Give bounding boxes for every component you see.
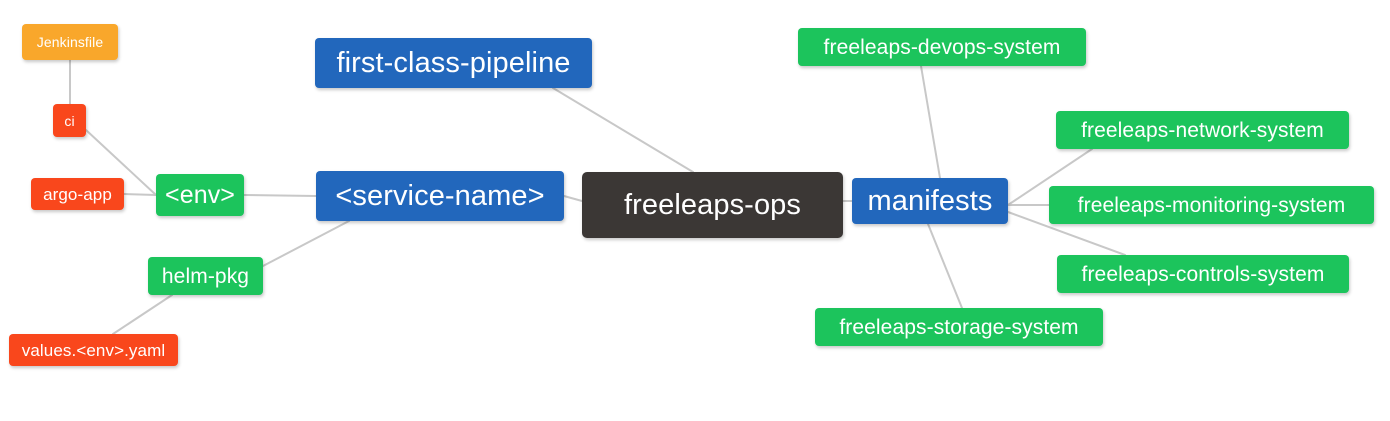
mindmap-node-label: helm-pkg — [161, 264, 250, 288]
mindmap-node-label: freeleaps-ops — [623, 188, 801, 221]
mindmap-node-freeleaps-network-system[interactable]: freeleaps-network-system — [1056, 111, 1349, 149]
mindmap-node-values-env-yaml[interactable]: values.<env>.yaml — [9, 334, 178, 366]
mindmap-node-label: argo-app — [43, 184, 112, 204]
mindmap-node-service-name[interactable]: <service-name> — [316, 171, 564, 221]
edge-service-name-to-helm-pkg — [262, 220, 350, 267]
edge-manifests-to-freeleaps-storage-system — [927, 223, 963, 309]
mindmap-node-manifests[interactable]: manifests — [852, 178, 1008, 224]
mindmap-node-label: values.<env>.yaml — [21, 340, 166, 360]
mindmap-node-label: freeleaps-network-system — [1081, 118, 1324, 142]
mindmap-node-label: manifests — [867, 184, 993, 217]
mindmap-node-jenkinsfile[interactable]: Jenkinsfile — [22, 24, 118, 60]
edge-first-class-pipeline-to-freeleaps-ops — [552, 87, 694, 173]
edge-service-name-to-freeleaps-ops — [563, 195, 583, 202]
mindmap-node-label: Jenkinsfile — [36, 34, 104, 50]
mindmap-node-label: freeleaps-storage-system — [839, 315, 1079, 339]
edge-argo-app-to-env — [123, 193, 157, 196]
edge-env-to-service-name — [243, 194, 317, 197]
mindmap-node-argo-app[interactable]: argo-app — [31, 178, 124, 210]
edge-manifests-to-freeleaps-devops-system — [920, 65, 941, 179]
mindmap-node-label: freeleaps-monitoring-system — [1077, 193, 1346, 217]
mindmap-node-freeleaps-storage-system[interactable]: freeleaps-storage-system — [815, 308, 1103, 346]
mindmap-node-label: <service-name> — [335, 179, 545, 212]
mindmap-node-helm-pkg[interactable]: helm-pkg — [148, 257, 263, 295]
mindmap-node-env[interactable]: <env> — [156, 174, 244, 216]
mindmap-node-first-class-pipeline[interactable]: first-class-pipeline — [315, 38, 592, 88]
mindmap-node-label: first-class-pipeline — [336, 46, 571, 79]
mindmap-node-label: freeleaps-devops-system — [823, 35, 1061, 59]
mindmap-node-ci[interactable]: ci — [53, 104, 86, 137]
mindmap-node-freeleaps-ops[interactable]: freeleaps-ops — [582, 172, 843, 238]
mindmap-node-label: freeleaps-controls-system — [1081, 262, 1325, 286]
mindmap-node-freeleaps-controls-system[interactable]: freeleaps-controls-system — [1057, 255, 1349, 293]
mindmap-node-freeleaps-monitoring-system[interactable]: freeleaps-monitoring-system — [1049, 186, 1374, 224]
mindmap-node-label: <env> — [165, 180, 236, 209]
mindmap-node-label: ci — [64, 112, 75, 129]
edge-helm-pkg-to-values-env-yaml — [112, 294, 173, 335]
mindmap-node-freeleaps-devops-system[interactable]: freeleaps-devops-system — [798, 28, 1086, 66]
